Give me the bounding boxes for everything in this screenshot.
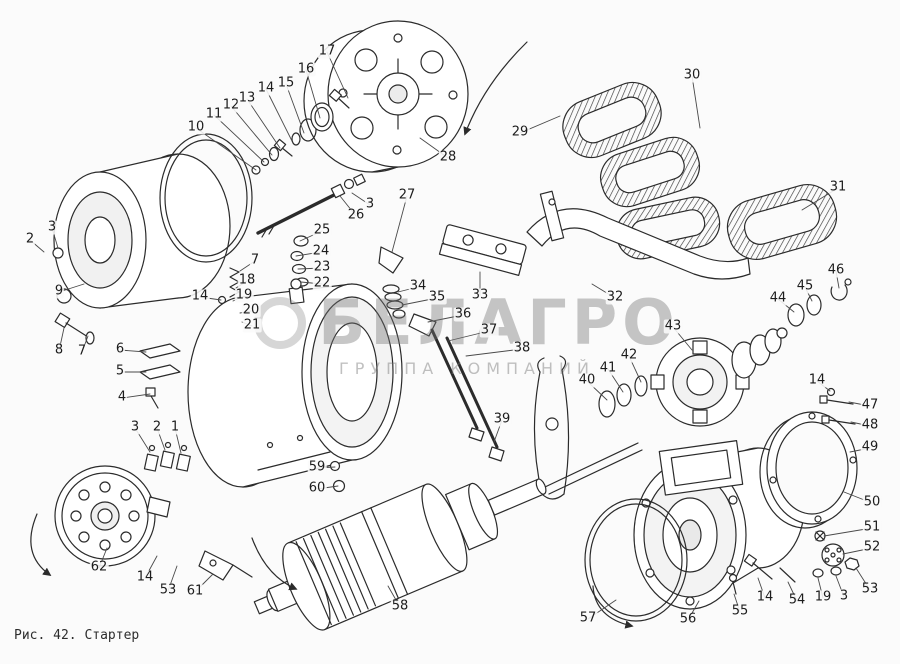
gasket-ring	[159, 133, 253, 263]
end-cover	[759, 411, 858, 529]
bottom-right-parts	[728, 530, 860, 595]
front-bracket-housing	[52, 153, 231, 309]
through-bolts	[430, 328, 505, 462]
mount-bolt	[54, 312, 95, 345]
drive-end-cap	[303, 20, 469, 173]
long-stud-bolt	[256, 173, 366, 238]
bracket-plate	[378, 246, 404, 274]
angle-bracket	[408, 313, 437, 337]
terminal-lug	[198, 550, 253, 581]
direction-arrows	[30, 41, 634, 629]
fastener-row	[251, 88, 350, 175]
field-coil-upper-mid	[600, 136, 700, 208]
shim-plates	[139, 343, 181, 409]
armature-drive	[253, 478, 547, 631]
shaft-washers	[787, 278, 852, 327]
field-coil-upper-left	[562, 81, 662, 159]
figure-caption: Рис. 42. Стартер	[14, 628, 140, 643]
right-fasteners	[819, 387, 856, 425]
shaft-and-rings	[544, 375, 648, 495]
terminal-block	[438, 224, 527, 276]
spring-washers	[382, 284, 406, 319]
pole-frame	[526, 190, 751, 280]
field-coil-right	[726, 184, 838, 260]
commutator-end-plate	[54, 465, 171, 567]
rear-bracket	[633, 440, 805, 610]
brush-clamps	[143, 441, 191, 472]
field-yoke-housing	[187, 278, 403, 493]
brush-plate-assembly	[650, 327, 788, 427]
shift-fork	[533, 355, 570, 500]
o-ring	[584, 498, 688, 622]
